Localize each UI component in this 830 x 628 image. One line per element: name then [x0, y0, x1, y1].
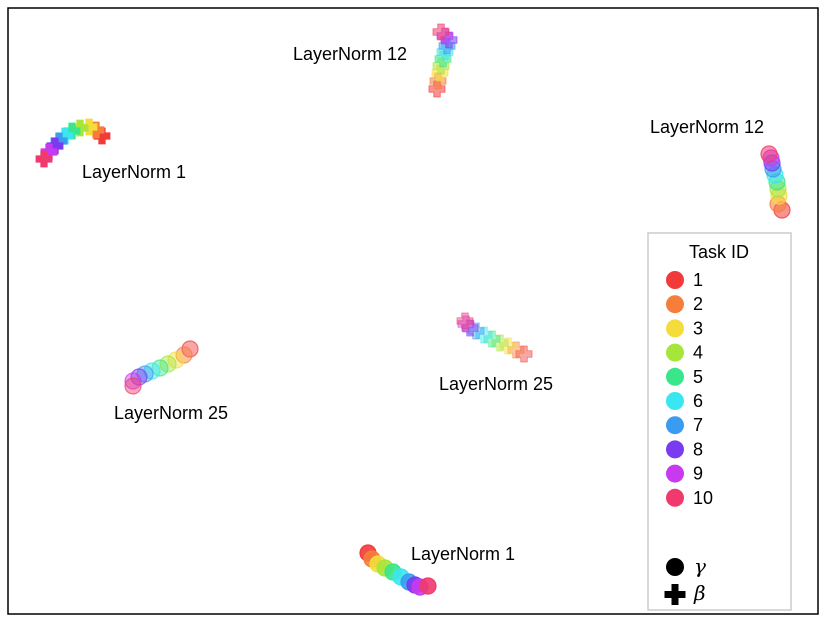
point-cluster4-task4: [491, 334, 509, 352]
point-cluster3-task4: [159, 355, 177, 373]
point-cluster4-task1: [515, 345, 533, 363]
cluster-label-layernorm1-beta: LayerNorm 1: [82, 162, 186, 182]
point-cluster5-task10: [419, 577, 437, 595]
legend-swatch-task-10: [666, 488, 684, 507]
cluster-5: [359, 544, 437, 596]
cluster-label-layernorm1-gamma: LayerNorm 1: [411, 544, 515, 564]
legend-swatch-task-1: [666, 271, 684, 289]
cluster-label-layernorm12-gamma: LayerNorm 12: [650, 117, 764, 137]
cluster-3: [124, 340, 199, 395]
point-cluster3-task9: [124, 372, 142, 390]
cluster-label-layernorm12-beta: LayerNorm 12: [293, 44, 407, 64]
cluster-label-layernorm25-gamma: LayerNorm 25: [114, 403, 228, 423]
legend-label-task-7: 7: [693, 415, 703, 435]
legend-items: 1 2 3 4 5 6 7 8 9 10: [666, 270, 713, 508]
legend-swatch-task-2: [666, 295, 684, 314]
legend-label-task-9: 9: [693, 464, 703, 484]
point-cluster4-task6: [475, 326, 493, 344]
legend-label-task-10: 10: [693, 488, 713, 508]
cluster-0: [35, 118, 111, 168]
legend: Task ID 1 2 3 4 5 6 7 8 9 10 γ β: [647, 232, 792, 611]
legend-label-task-3: 3: [693, 318, 703, 338]
point-cluster1-task10: [432, 23, 450, 41]
legend-swatch-task-9: [666, 464, 684, 483]
legend-label-task-8: 8: [693, 439, 703, 459]
legend-swatch-task-7: [666, 416, 684, 435]
cluster-4: [456, 312, 533, 363]
legend-label-task-1: 1: [693, 270, 703, 290]
legend-label-gamma: γ: [694, 554, 706, 578]
legend-swatch-task-8: [666, 440, 684, 459]
cluster-label-layernorm25-beta: LayerNorm 25: [439, 374, 553, 394]
points-layer: [35, 23, 791, 596]
point-cluster0-task8: [46, 137, 64, 155]
point-cluster2-task10: [760, 145, 778, 163]
legend-swatch-task-4: [666, 343, 684, 362]
point-cluster4-task5: [483, 330, 501, 348]
point-cluster4-task9: [457, 315, 475, 333]
point-cluster3-task3: [167, 351, 185, 369]
legend-label-task-5: 5: [693, 367, 703, 387]
point-cluster4-task2: [507, 341, 525, 359]
cluster-2: [760, 145, 791, 219]
point-cluster0-task10: [35, 150, 53, 168]
point-cluster3-task10: [124, 377, 142, 395]
legend-swatch-task-3: [666, 319, 684, 338]
point-cluster4-task10: [456, 312, 474, 330]
legend-marker-gamma: [666, 558, 684, 576]
legend-marker-beta: [664, 584, 686, 605]
legend-title: Task ID: [689, 242, 749, 262]
legend-swatch-task-6: [666, 392, 684, 410]
legend-label-task-2: 2: [693, 294, 703, 314]
legend-label-task-6: 6: [693, 391, 703, 411]
legend-label-beta: β: [693, 581, 706, 605]
legend-label-task-4: 4: [693, 343, 703, 363]
legend-swatch-task-5: [666, 367, 684, 386]
cluster-1: [428, 23, 458, 98]
